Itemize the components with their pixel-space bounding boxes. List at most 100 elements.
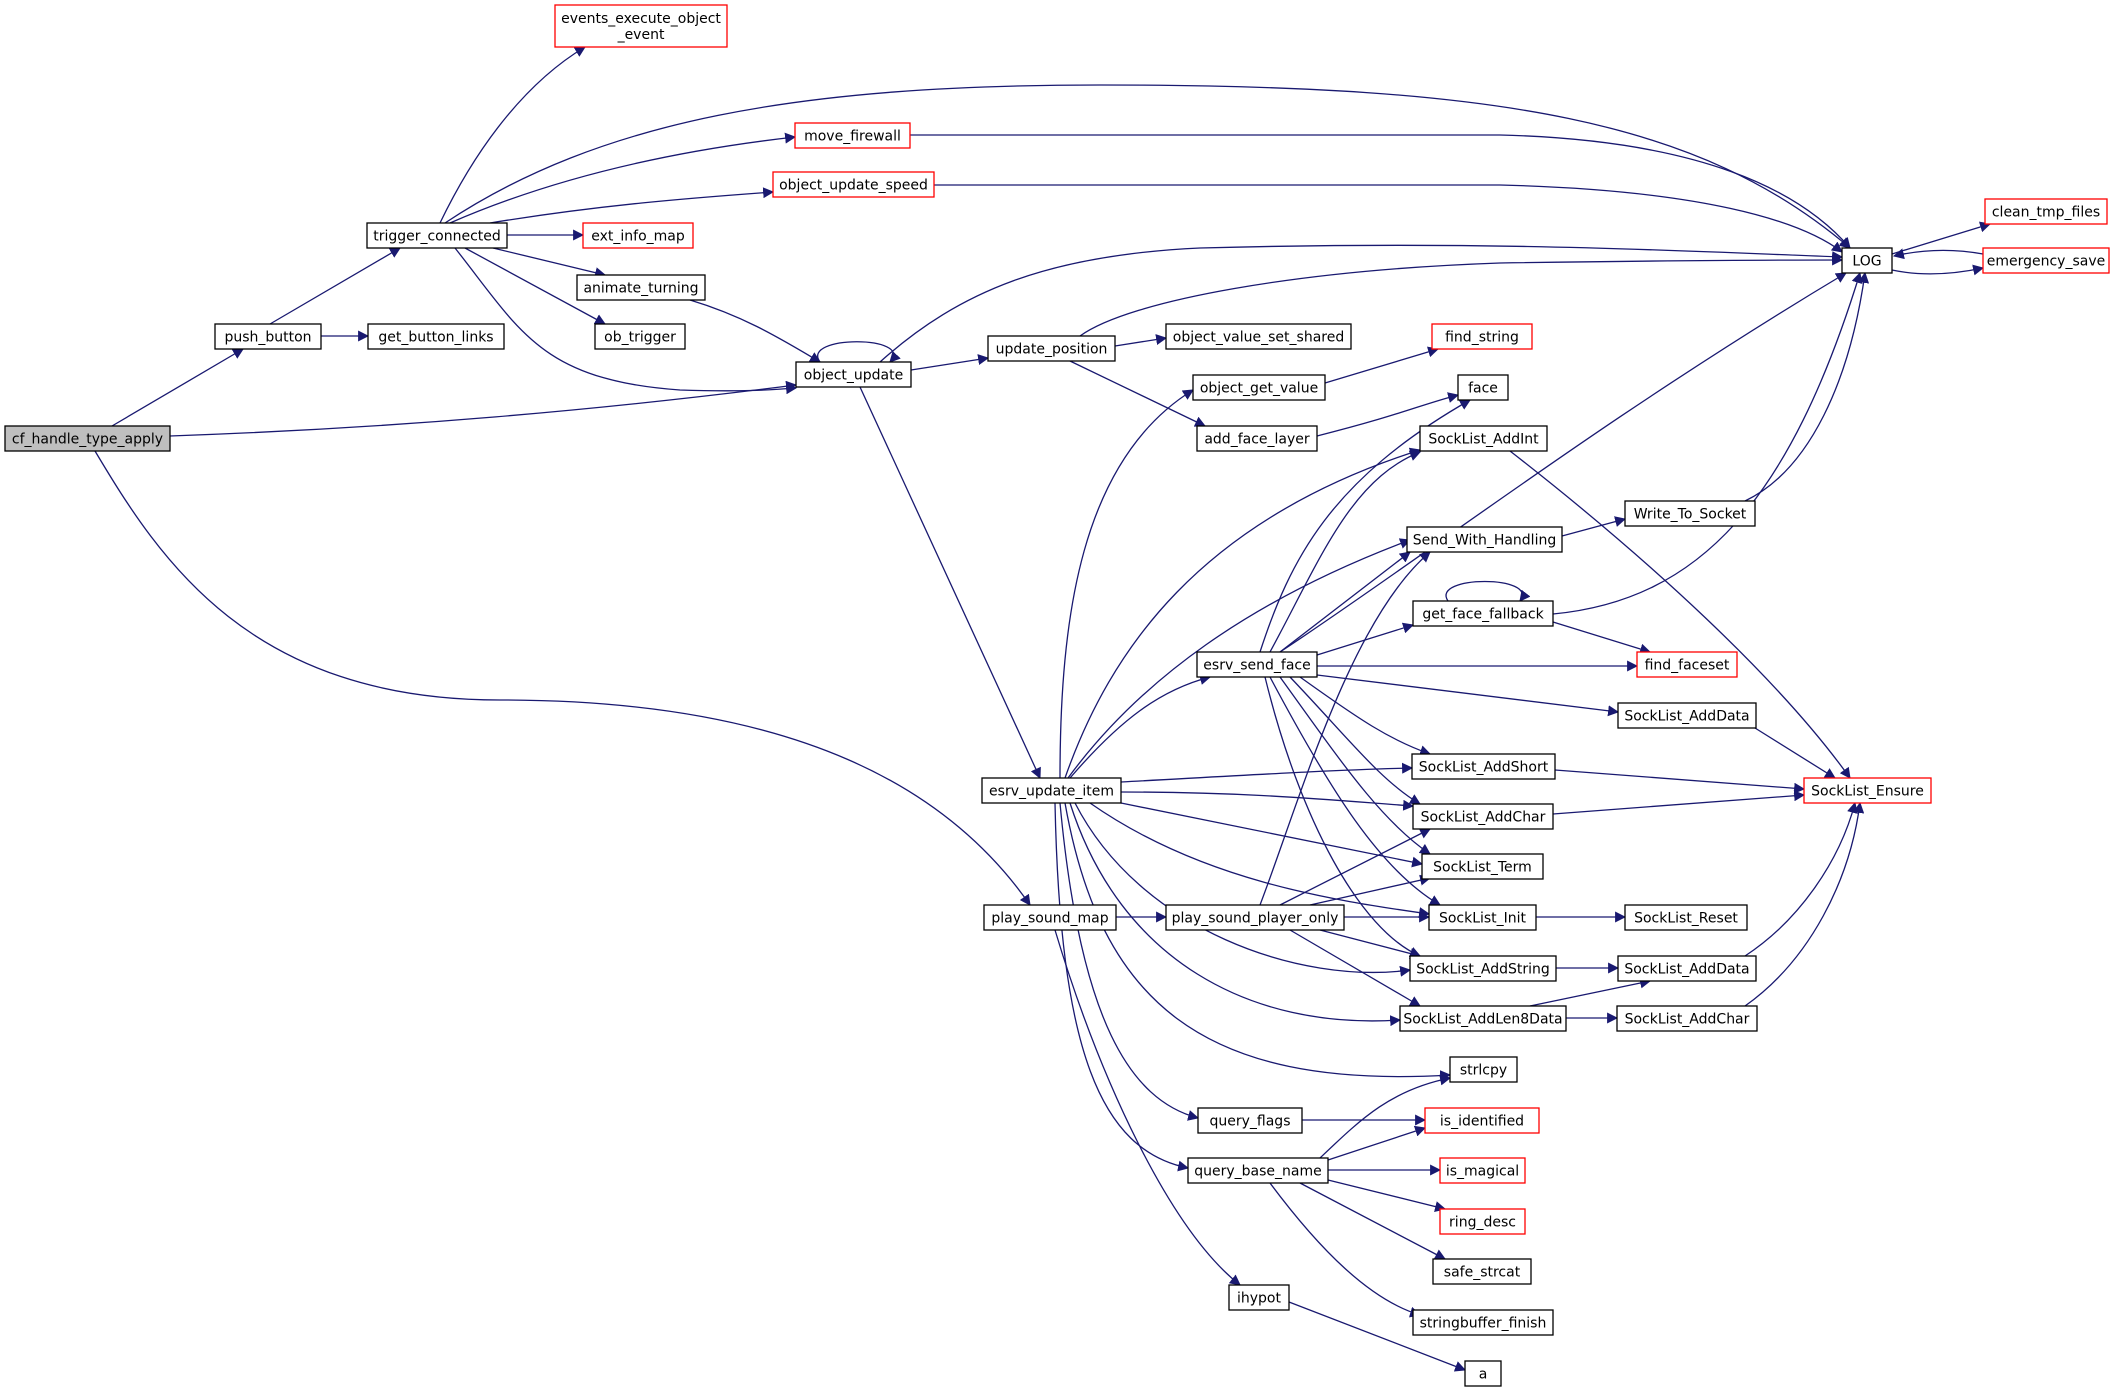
node-object_value_set_shared[interactable]: object_value_set_shared bbox=[1165, 323, 1352, 350]
node-label: query_flags bbox=[1210, 1114, 1291, 1130]
node-is_identified[interactable]: is_identified bbox=[1424, 1107, 1540, 1134]
node-label: play_sound_map bbox=[991, 911, 1108, 927]
node-box bbox=[1196, 425, 1318, 452]
edge-esrv_update_item-to-Send_With_Handling bbox=[1067, 538, 1412, 779]
edge-play_sound_player_only-to-Send_With_Handling bbox=[1259, 551, 1431, 906]
node-ihypot[interactable]: ihypot bbox=[1228, 1284, 1290, 1311]
edge-esrv_send_face-to-SockList_AddChar_1 bbox=[1289, 676, 1421, 805]
node-object_get_value[interactable]: object_get_value bbox=[1192, 374, 1326, 401]
edge-esrv_update_item-to-SockList_Term bbox=[1120, 802, 1424, 868]
edge-trigger_connected-to-object_update_speed bbox=[489, 187, 775, 224]
node-label: SockList_AddData bbox=[1624, 709, 1749, 725]
node-box bbox=[1616, 1005, 1758, 1032]
node-get_face_fallback[interactable]: get_face_fallback bbox=[1412, 600, 1554, 627]
edge-esrv_send_face-to-SockList_Init bbox=[1269, 676, 1441, 906]
node-esrv_update_item[interactable]: esrv_update_item bbox=[981, 777, 1122, 804]
node-play_sound_player_only[interactable]: play_sound_player_only bbox=[1165, 904, 1345, 931]
node-SockList_Init[interactable]: SockList_Init bbox=[1428, 904, 1537, 931]
node-cf_handle_type_apply[interactable]: cf_handle_type_apply bbox=[4, 425, 171, 452]
node-object_update_speed[interactable]: object_update_speed bbox=[772, 171, 935, 198]
node-box bbox=[1624, 500, 1756, 527]
node-events_execute_object_event[interactable]: events_execute_object_event bbox=[554, 4, 728, 48]
edge-trigger_connected-to-animate_turning bbox=[492, 247, 607, 279]
node-push_button[interactable]: push_button bbox=[214, 323, 322, 350]
node-query_base_name[interactable]: query_base_name bbox=[1187, 1157, 1329, 1184]
node-SockList_Reset[interactable]: SockList_Reset bbox=[1624, 904, 1748, 931]
node-SockList_AddString[interactable]: SockList_AddString bbox=[1409, 955, 1557, 982]
node-box bbox=[1617, 702, 1757, 729]
node-move_firewall[interactable]: move_firewall bbox=[794, 122, 911, 149]
edge-esrv_update_item-to-query_flags bbox=[1059, 802, 1200, 1121]
node-label: get_button_links bbox=[378, 330, 493, 346]
node-query_flags[interactable]: query_flags bbox=[1197, 1107, 1303, 1134]
node-box bbox=[983, 904, 1117, 931]
node-find_string[interactable]: find_string bbox=[1431, 323, 1533, 350]
node-strlcpy[interactable]: strlcpy bbox=[1449, 1056, 1518, 1083]
node-label: SockList_AddLen8Data bbox=[1403, 1012, 1562, 1028]
node-update_position[interactable]: update_position bbox=[987, 335, 1116, 362]
edge-object_update_speed-to-LOG bbox=[934, 184, 1843, 253]
edge-trigger_connected-to-ob_trigger bbox=[464, 247, 606, 325]
node-Write_To_Socket[interactable]: Write_To_Socket bbox=[1624, 500, 1756, 527]
edge-update_position-to-add_face_layer bbox=[1069, 360, 1206, 427]
node-add_face_layer[interactable]: add_face_layer bbox=[1196, 425, 1318, 452]
node-label: play_sound_player_only bbox=[1172, 911, 1339, 927]
node-is_magical[interactable]: is_magical bbox=[1439, 1157, 1526, 1184]
node-ext_info_map[interactable]: ext_info_map bbox=[582, 222, 694, 249]
edge-SockList_AddData_1-to-SockList_Ensure bbox=[1754, 727, 1836, 779]
node-play_sound_map[interactable]: play_sound_map bbox=[983, 904, 1117, 931]
node-SockList_AddChar_2[interactable]: SockList_AddChar bbox=[1616, 1005, 1758, 1032]
node-emergency_save[interactable]: emergency_save bbox=[1982, 247, 2110, 274]
edge-cf_handle_type_apply-to-play_sound_map bbox=[94, 450, 1031, 906]
node-box bbox=[1421, 853, 1544, 880]
node-LOG[interactable]: LOG bbox=[1841, 247, 1893, 274]
edge-esrv_send_face-to-SockList_AddShort bbox=[1299, 676, 1432, 756]
node-object_update[interactable]: object_update bbox=[795, 361, 912, 388]
node-label: query_base_name bbox=[1194, 1164, 1322, 1180]
edge-LOG-to-emergency_save bbox=[1891, 264, 1985, 276]
edge-trigger_connected-to-move_firewall bbox=[449, 132, 797, 224]
node-SockList_AddShort[interactable]: SockList_AddShort bbox=[1411, 753, 1556, 780]
node-SockList_AddChar_1[interactable]: SockList_AddChar bbox=[1412, 803, 1554, 830]
node-label: is_magical bbox=[1446, 1164, 1519, 1180]
node-box bbox=[1982, 247, 2110, 274]
node-label: update_position bbox=[996, 342, 1108, 358]
node-trigger_connected[interactable]: trigger_connected bbox=[366, 222, 508, 249]
node-a[interactable]: a bbox=[1464, 1360, 1502, 1387]
node-get_button_links[interactable]: get_button_links bbox=[367, 323, 505, 350]
node-safe_strcat[interactable]: safe_strcat bbox=[1432, 1258, 1532, 1285]
node-esrv_send_face[interactable]: esrv_send_face bbox=[1196, 651, 1318, 678]
node-box bbox=[795, 361, 912, 388]
node-face[interactable]: face bbox=[1457, 374, 1509, 401]
node-box bbox=[1439, 1157, 1526, 1184]
node-box bbox=[1428, 904, 1537, 931]
node-label: strlcpy bbox=[1460, 1063, 1507, 1079]
node-ring_desc[interactable]: ring_desc bbox=[1439, 1208, 1526, 1235]
node-box bbox=[1636, 651, 1738, 678]
node-ob_trigger[interactable]: ob_trigger bbox=[594, 323, 686, 350]
node-label: is_identified bbox=[1440, 1114, 1524, 1130]
node-SockList_Term[interactable]: SockList_Term bbox=[1421, 853, 1544, 880]
node-box bbox=[1624, 904, 1748, 931]
edge-esrv_send_face-to-Send_With_Handling bbox=[1279, 551, 1411, 653]
node-Send_With_Handling[interactable]: Send_With_Handling bbox=[1406, 526, 1563, 553]
edge-get_face_fallback-to-find_faceset bbox=[1552, 621, 1652, 655]
node-box bbox=[1399, 1005, 1567, 1032]
edge-query_base_name-to-is_identified bbox=[1327, 1125, 1427, 1161]
node-SockList_AddInt[interactable]: SockList_AddInt bbox=[1419, 425, 1548, 452]
edge-LOG-to-clean_tmp_files bbox=[1891, 221, 1992, 255]
node-box bbox=[1406, 526, 1563, 553]
edge-animate_turning-to-object_update bbox=[689, 299, 821, 363]
edge-esrv_send_face-to-LOG bbox=[1279, 272, 1847, 653]
node-stringbuffer_finish[interactable]: stringbuffer_finish bbox=[1412, 1309, 1554, 1336]
node-SockList_AddData_1[interactable]: SockList_AddData bbox=[1617, 702, 1757, 729]
edge-cf_handle_type_apply-to-push_button bbox=[111, 348, 244, 427]
edge-query_base_name-to-stringbuffer_finish bbox=[1269, 1182, 1422, 1318]
node-clean_tmp_files[interactable]: clean_tmp_files bbox=[1984, 198, 2108, 225]
node-find_faceset[interactable]: find_faceset bbox=[1636, 651, 1738, 678]
node-animate_turning[interactable]: animate_turning bbox=[576, 274, 706, 301]
node-SockList_AddData_2[interactable]: SockList_AddData bbox=[1617, 955, 1757, 982]
node-label: ob_trigger bbox=[604, 330, 676, 346]
node-SockList_AddLen8Data[interactable]: SockList_AddLen8Data bbox=[1399, 1005, 1567, 1032]
node-SockList_Ensure[interactable]: SockList_Ensure bbox=[1803, 777, 1932, 804]
